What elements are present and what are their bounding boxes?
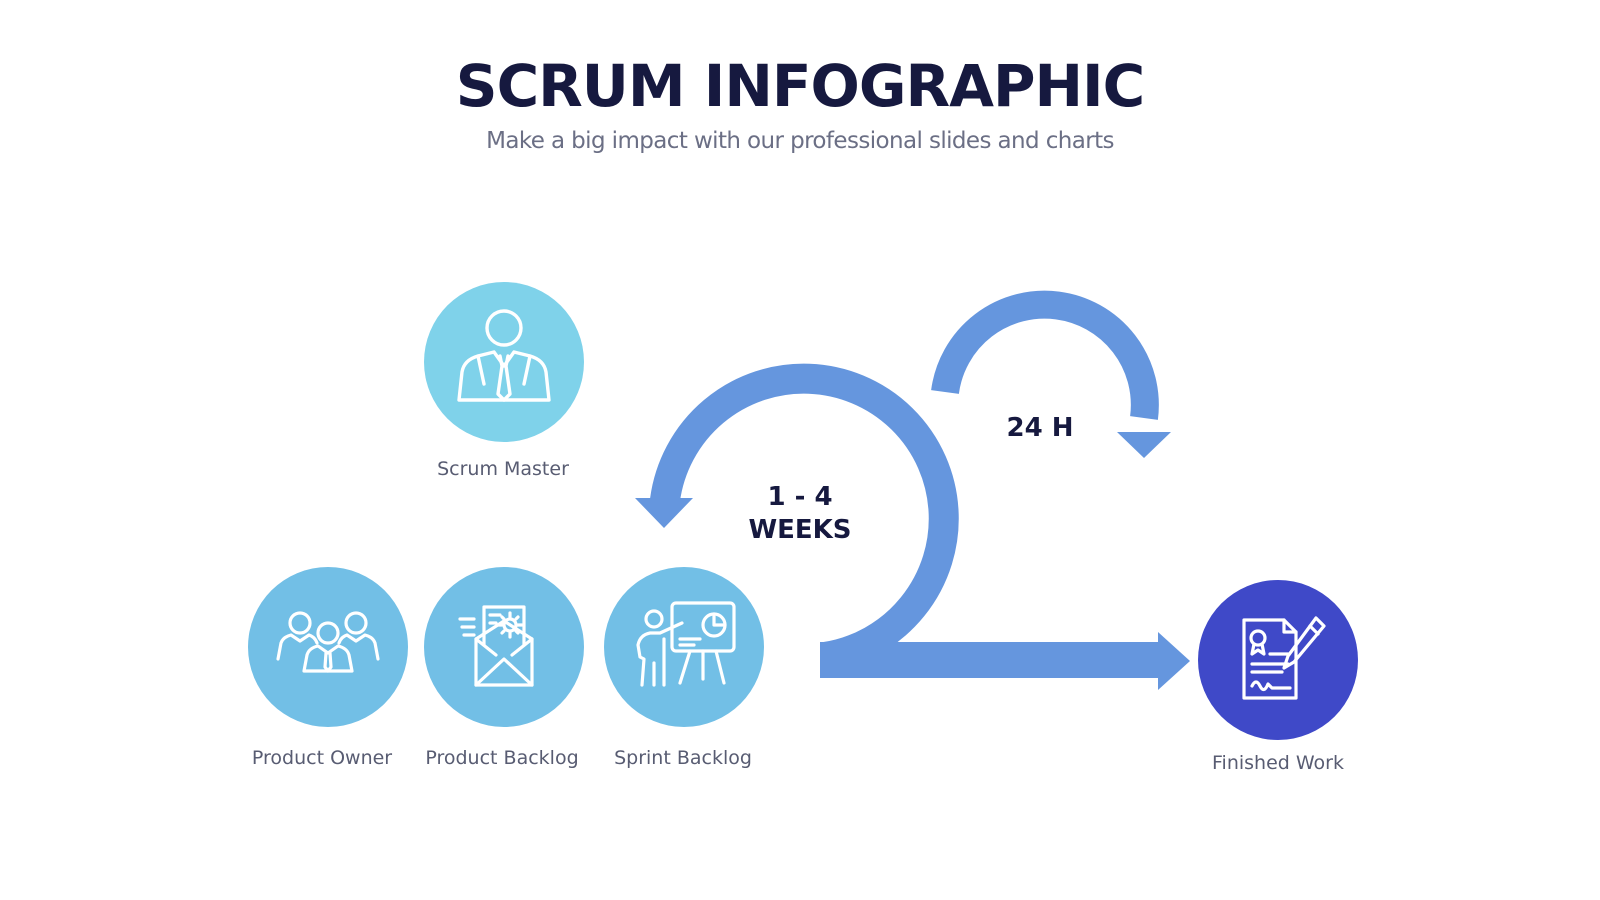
page-subtitle: Make a big impact with our professional …	[486, 128, 1114, 154]
product-backlog-node	[424, 567, 584, 727]
finished-work-node	[1198, 580, 1358, 740]
sprint-duration-label: 1 - 4 WEEKS	[748, 482, 852, 545]
product-backlog-label: Product Backlog	[425, 747, 579, 769]
presentation-icon	[636, 601, 736, 687]
scrum-master-label: Scrum Master	[437, 458, 569, 480]
delivery-arrow	[820, 632, 1190, 690]
scrum-master-node	[424, 282, 584, 442]
product-owner-node	[248, 567, 408, 727]
finished-work-label: Finished Work	[1212, 752, 1344, 774]
sprint-backlog-node	[604, 567, 764, 727]
product-owner-label: Product Owner	[251, 747, 393, 769]
daily-cycle-arrow	[931, 290, 1171, 458]
page-title: SCRUM INFOGRAPHIC	[455, 52, 1145, 120]
mail-settings-icon	[458, 605, 534, 687]
sprint-cycle-arrow	[635, 363, 959, 672]
team-icon	[276, 611, 380, 673]
businessman-icon	[457, 309, 551, 402]
sprint-backlog-label: Sprint Backlog	[614, 747, 752, 769]
daily-duration-label: 24 H	[1006, 413, 1074, 443]
signed-document-icon	[1242, 616, 1326, 700]
